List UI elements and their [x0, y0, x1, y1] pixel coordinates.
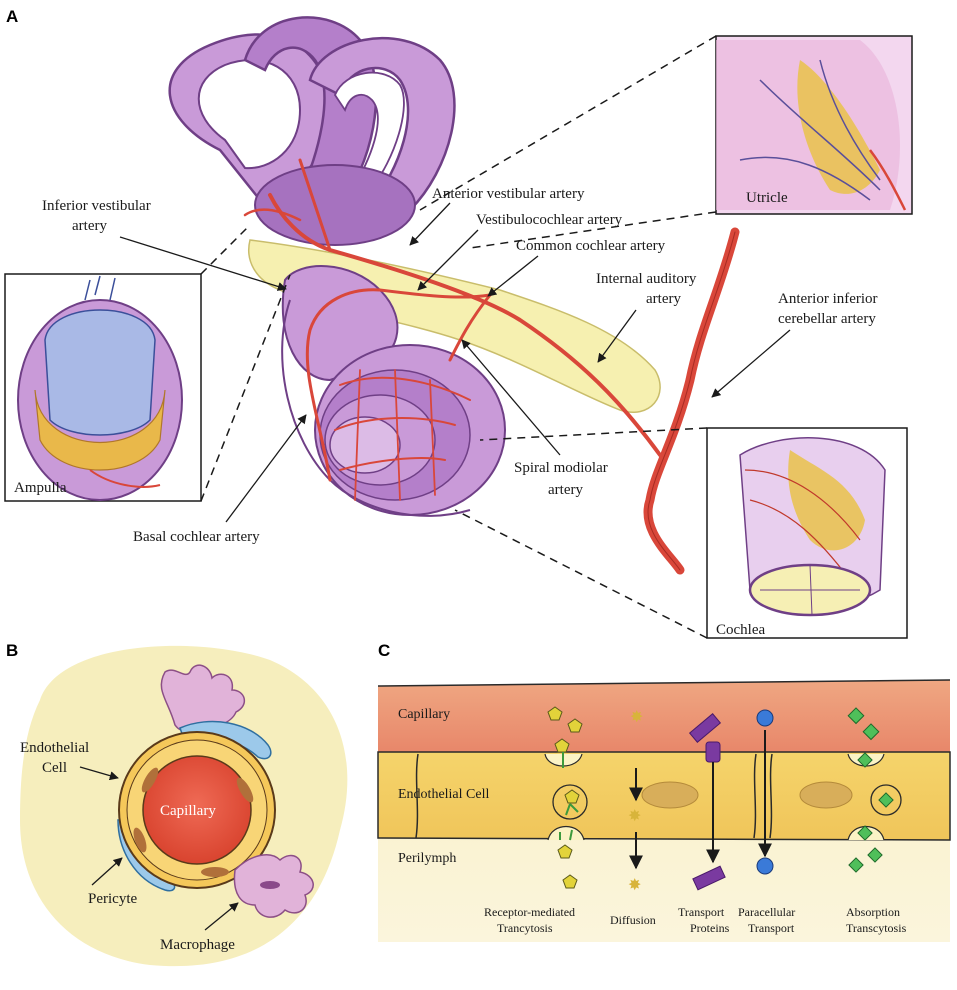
svg-text:✸: ✸: [630, 707, 643, 726]
arteries: [243, 158, 740, 575]
panel-b: B Endothelial Cell Capillary Pericyte Ma…: [6, 641, 348, 967]
label-internal-auditory-2: artery: [646, 291, 681, 307]
capillary-layer: [378, 680, 950, 752]
utricle-inset: Utricle: [715, 35, 913, 215]
cochlea-inset-label: Cochlea: [716, 622, 765, 638]
label-common-cochlear: Common cochlear artery: [516, 238, 666, 254]
label-inferior-vestibular-1: Inferior vestibular: [42, 198, 151, 214]
label-receptor-mediated-1: Receptor-mediated: [484, 905, 575, 919]
label-pericyte: Pericyte: [88, 891, 137, 907]
svg-text:✸: ✸: [628, 875, 641, 894]
label-capillary-b: Capillary: [160, 803, 216, 819]
capillary-lumen: [142, 755, 252, 865]
panel-a: A: [4, 7, 913, 639]
label-paracellular-1: Paracellular: [738, 905, 795, 919]
label-endothelial-cell-2: Cell: [42, 760, 67, 776]
label-perilymph: Perilymph: [398, 851, 456, 866]
panel-a-labels: Inferior vestibular artery Anterior vest…: [42, 186, 878, 545]
mechanism-receptor-mediated: Receptor-mediated Trancytosis: [484, 706, 588, 935]
svg-text:✸: ✸: [628, 806, 641, 825]
label-inferior-vestibular-2: artery: [72, 218, 107, 234]
ampulla-inset: Ampulla: [4, 273, 202, 502]
label-capillary-c: Capillary: [398, 707, 450, 722]
cochlea-drawing: [281, 265, 506, 517]
label-transport-proteins-2: Proteins: [690, 921, 730, 935]
label-endothelial-c: Endothelial Cell: [398, 787, 489, 802]
label-anterior-vestibular: Anterior vestibular artery: [432, 186, 585, 202]
utricle-label: Utricle: [746, 190, 788, 206]
label-diffusion: Diffusion: [610, 913, 656, 927]
cell-junctions: [415, 753, 773, 839]
nucleus-1: [641, 781, 699, 809]
label-spiral-modiolar-2: artery: [548, 482, 583, 498]
label-receptor-mediated-2: Trancytosis: [497, 921, 553, 935]
panel-a-letter: A: [6, 7, 18, 26]
label-absorption-2: Transcytosis: [846, 921, 907, 935]
nucleus-2: [799, 781, 853, 809]
label-paracellular-2: Transport: [748, 921, 795, 935]
ampulla-label: Ampulla: [14, 480, 67, 496]
cochlea-inset: Cochlea: [706, 427, 908, 639]
panel-c: C Capillary Endothelial Cell Perilymph: [377, 641, 951, 942]
label-aica-2: cerebellar artery: [778, 311, 876, 327]
label-transport-proteins-1: Transport: [678, 905, 725, 919]
semicircular-canals: [168, 16, 456, 246]
panel-b-letter: B: [6, 641, 18, 660]
label-endothelial-cell-1: Endothelial: [20, 740, 89, 756]
mechanism-transport-proteins: Transport Proteins: [678, 713, 730, 935]
panel-c-letter: C: [378, 641, 390, 660]
label-basal-cochlear: Basal cochlear artery: [133, 529, 260, 545]
label-vestibulocochlear: Vestibulocochlear artery: [476, 212, 623, 228]
mechanism-paracellular: Paracellular Transport: [738, 709, 795, 935]
mechanism-diffusion: ✸ ✸ ✸ Diffusion: [610, 707, 656, 927]
inset-connectors: [200, 35, 717, 639]
label-spiral-modiolar-1: Spiral modiolar: [514, 460, 608, 476]
mechanism-absorption: Absorption Transcytosis: [846, 707, 907, 935]
label-internal-auditory-1: Internal auditory: [596, 271, 697, 287]
label-macrophage: Macrophage: [160, 937, 235, 953]
label-absorption-1: Absorption: [846, 905, 900, 919]
label-aica-1: Anterior inferior: [778, 291, 878, 307]
